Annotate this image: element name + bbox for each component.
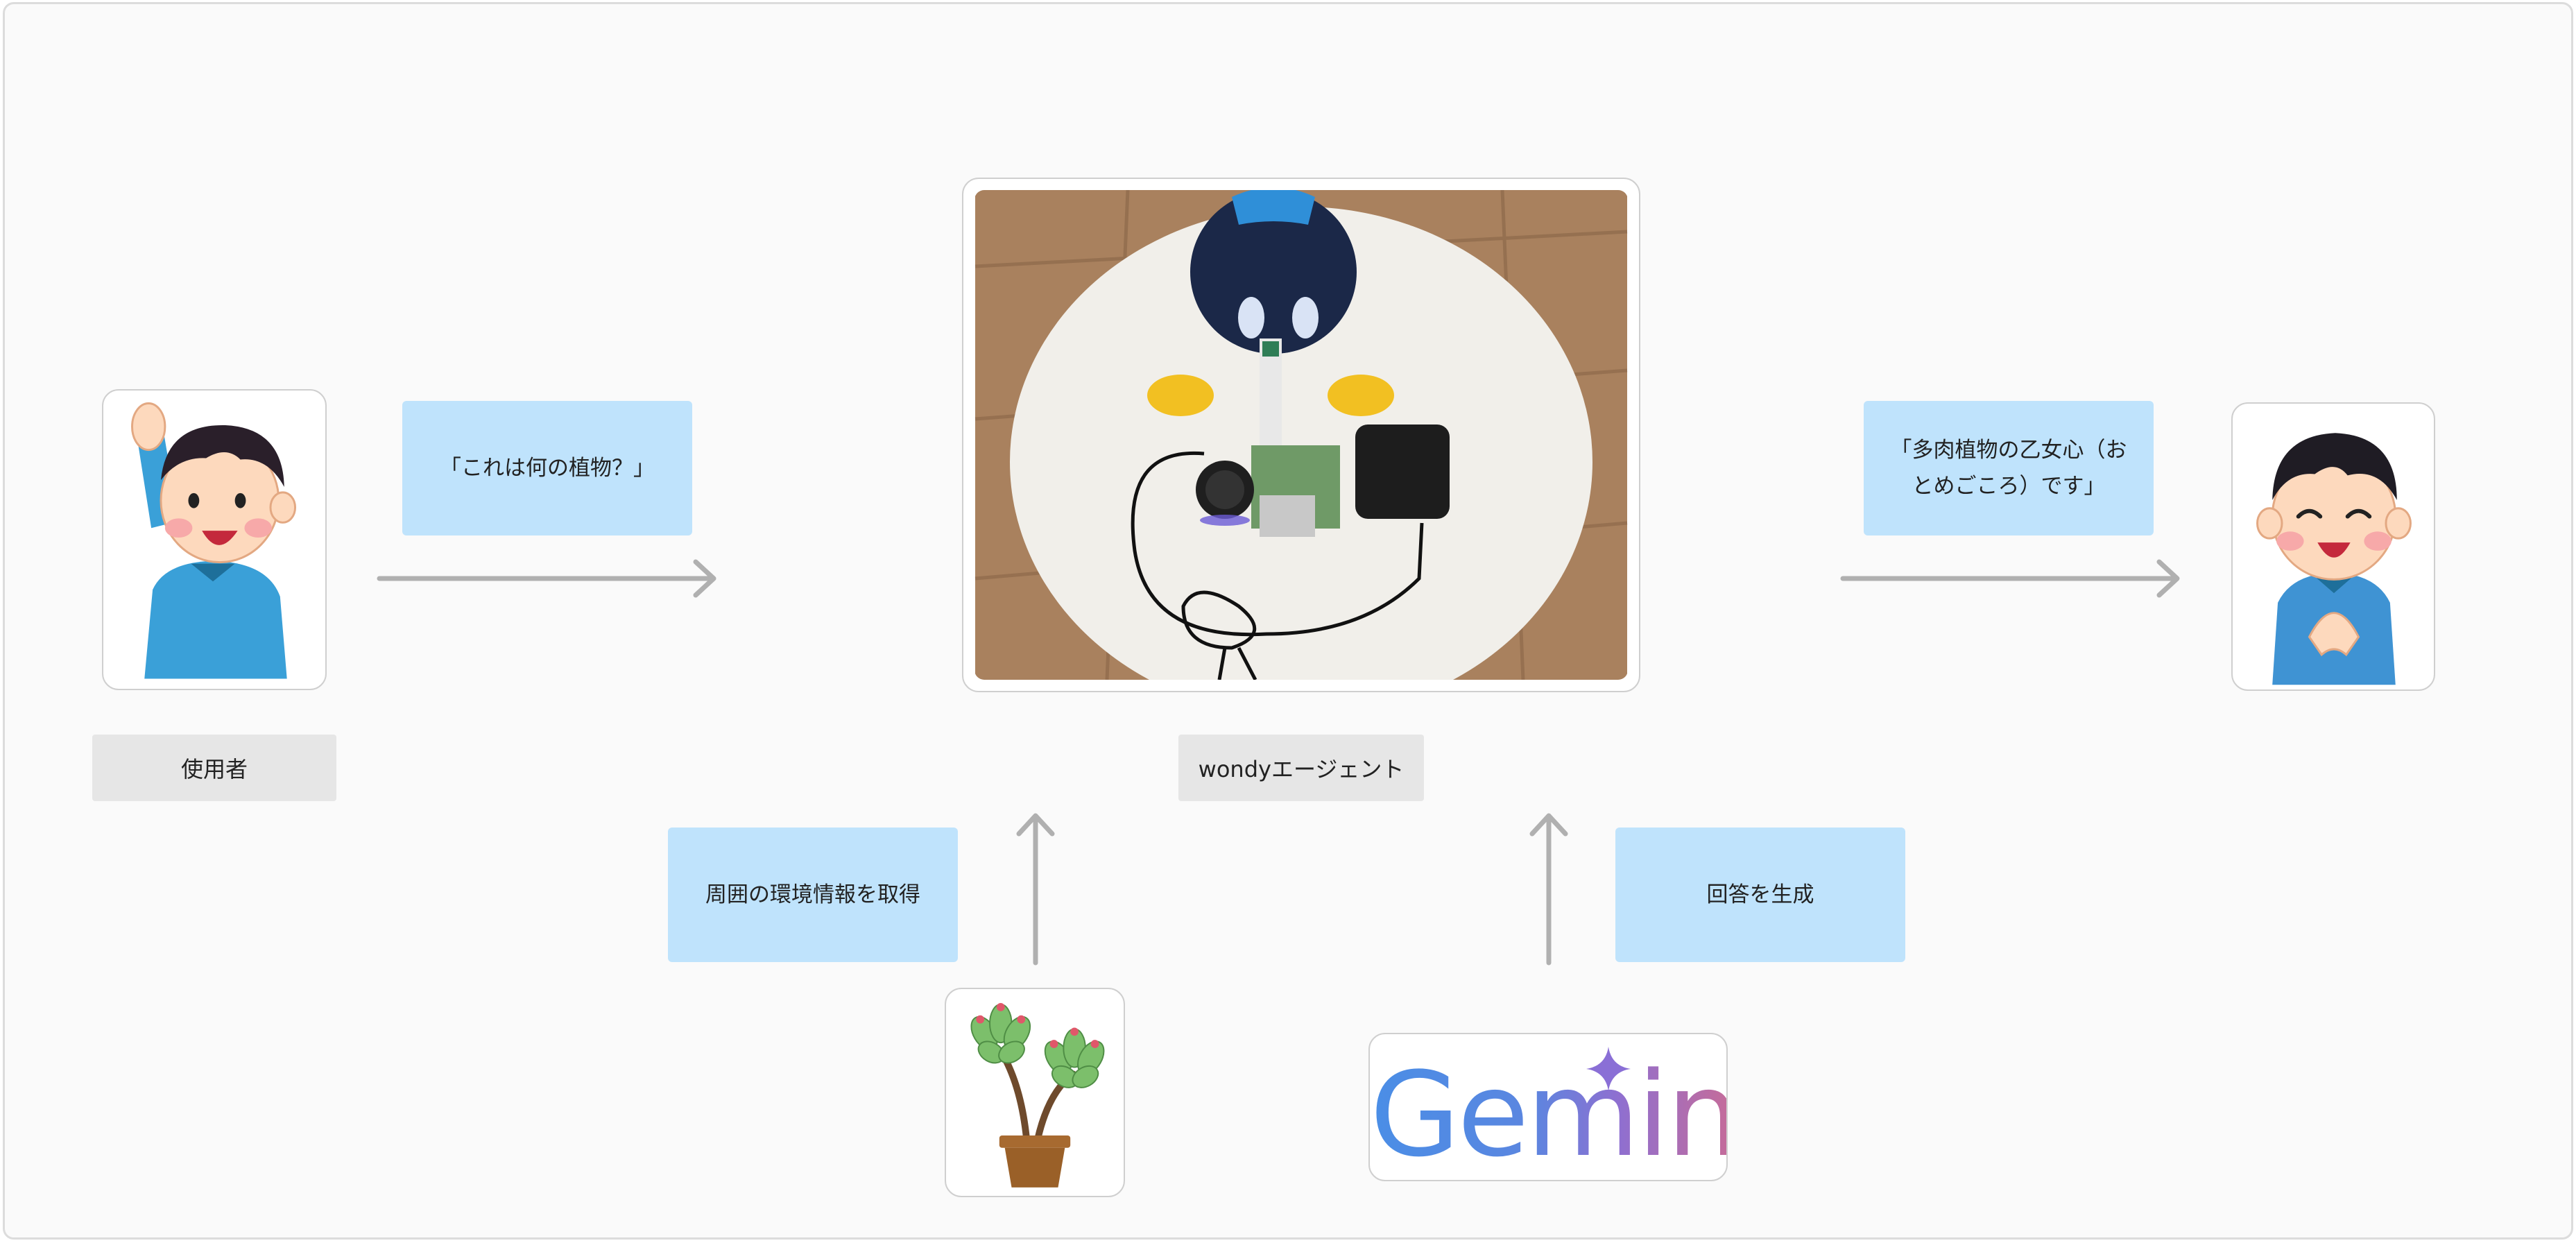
arrow-user-to-agent xyxy=(377,559,716,598)
user-label: 使用者 xyxy=(92,735,336,801)
environment-bubble: 周囲の環境情報を取得 xyxy=(668,828,958,962)
succulent-plant-illustration xyxy=(970,1003,1105,1188)
user-raising-hand-illustration xyxy=(130,402,297,679)
generate-bubble: 回答を生成 xyxy=(1615,828,1905,962)
arrows-layer xyxy=(377,559,2180,966)
sparkle-icon xyxy=(1586,1047,1631,1091)
arrow-plant-to-agent xyxy=(1016,813,1055,966)
agent-label: wondyエージェント xyxy=(1178,735,1424,801)
plant-card xyxy=(945,988,1125,1197)
arrow-agent-to-user xyxy=(1840,559,2180,598)
happy-user-card xyxy=(2231,402,2435,691)
arrow-gemini-to-agent xyxy=(1529,813,1568,966)
question-bubble: 「これは何の植物？」 xyxy=(402,401,692,535)
agent-photo-card xyxy=(962,178,1640,692)
gemini-wordmark: Gemini xyxy=(1370,1047,1728,1181)
user-card xyxy=(102,389,327,690)
diagram-canvas: 使用者 「これは何の植物？」 xyxy=(3,2,2573,1240)
happy-user-illustration xyxy=(2256,433,2412,685)
wondy-agent-photo xyxy=(974,190,1628,680)
answer-bubble: 「多肉植物の乙女心（おとめごころ）です」 xyxy=(1864,401,2154,535)
gemini-logo-card: Gemini xyxy=(1368,1033,1728,1181)
